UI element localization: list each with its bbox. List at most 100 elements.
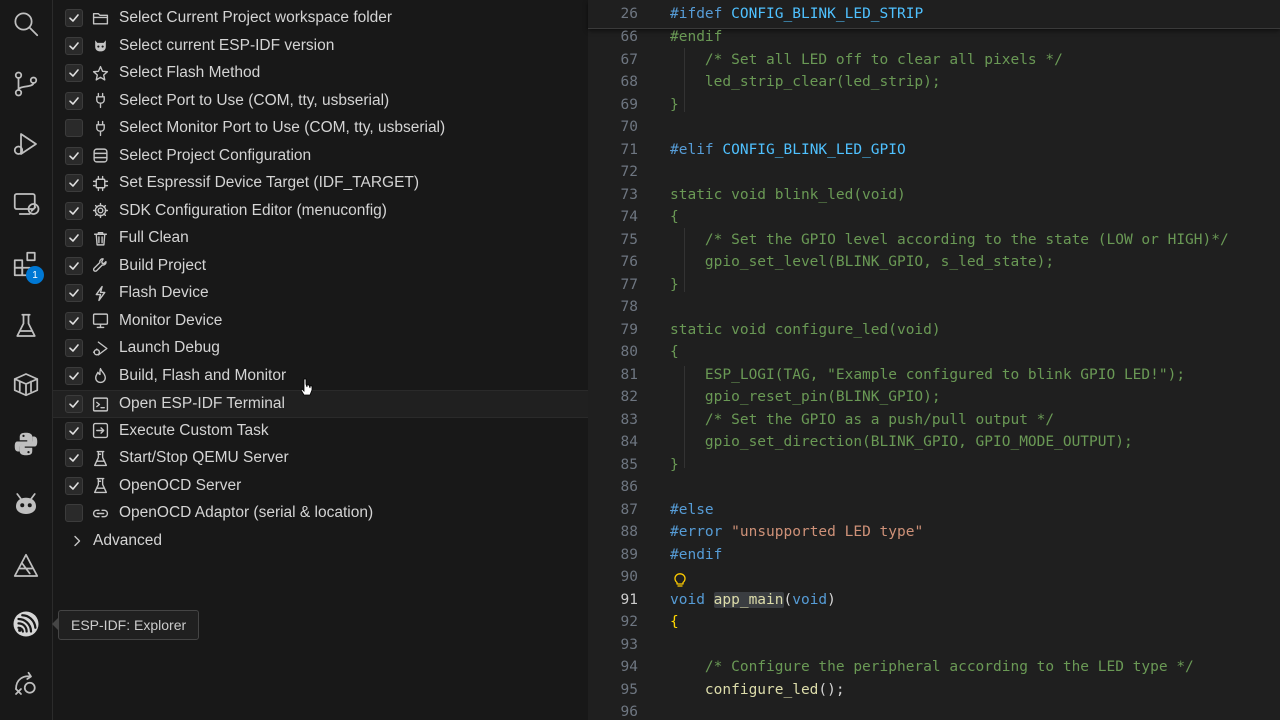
code-line[interactable]: } [670,277,679,293]
code-line[interactable]: static void blink_led(void) [670,187,906,203]
item-checkbox[interactable] [65,146,83,165]
explorer-item[interactable]: Select Port to Use (COM, tty, usbserial) [53,88,588,114]
code-line[interactable]: gpio_reset_pin(BLINK_GPIO); [670,389,941,405]
item-checkbox[interactable] [65,201,83,220]
code-line[interactable]: } [670,97,679,113]
code-token [670,254,705,270]
indent-guide [684,366,685,468]
code-line[interactable]: void app_main(void) [670,591,836,608]
explorer-item[interactable]: SDK Configuration Editor (menuconfig) [53,198,588,224]
explorer-item[interactable]: Set Espressif Device Target (IDF_TARGET) [53,170,588,196]
platformio-icon[interactable] [8,486,44,522]
explorer-item[interactable]: Execute Custom Task [53,418,588,444]
run-debug-icon[interactable] [8,126,44,162]
code-line[interactable]: /* Set all LED off to clear all pixels *… [670,52,1063,68]
explorer-item-label: Select Current Project workspace folder [119,9,393,26]
code-line[interactable]: gpio_set_level(BLINK_GPIO, s_led_state); [670,254,1054,270]
code-token: void [670,591,705,608]
line-number: 69 [620,96,638,113]
indent-guide [684,228,685,292]
source-control-icon[interactable] [8,66,44,102]
explorer-item[interactable]: Select Monitor Port to Use (COM, tty, us… [53,115,588,141]
box-icon[interactable] [8,366,44,402]
line-number: 79 [620,321,638,338]
item-checkbox[interactable] [65,476,83,495]
explorer-item[interactable]: Select Current Project workspace folder [53,5,588,31]
item-checkbox[interactable] [65,366,83,385]
item-checkbox[interactable] [65,36,83,55]
explorer-item[interactable]: Build, Flash and Monitor [53,363,588,389]
code-line[interactable]: { [670,614,679,630]
remote-explorer-icon[interactable] [8,186,44,222]
line-number: 77 [620,276,638,293]
explorer-item[interactable]: Flash Device [53,280,588,306]
code-token: #endif [670,29,723,45]
item-checkbox[interactable] [65,91,83,110]
item-checkbox[interactable] [65,395,83,413]
item-checkbox[interactable] [65,339,83,357]
code-line[interactable]: } [670,457,679,473]
line-number: 94 [620,659,638,675]
sticky-code-line: #ifdef CONFIG_BLINK_LED_STRIP [670,6,923,22]
explorer-item[interactable]: Monitor Device [53,308,588,334]
item-checkbox[interactable] [65,229,83,247]
explorer-item[interactable]: Select Project Configuration [53,143,588,169]
explorer-item-label: OpenOCD Server [119,476,242,494]
item-checkbox[interactable] [65,504,83,522]
code-line[interactable]: /* Configure the peripheral according to… [670,659,1194,675]
explorer-item[interactable]: Select Flash Method [53,60,588,86]
explorer-item[interactable]: OpenOCD Server [53,473,588,499]
item-checkbox[interactable] [65,64,83,82]
idf-icon[interactable] [8,548,44,584]
code-line[interactable]: /* Set the GPIO as a push/pull output */ [670,412,1054,428]
line-number: 80 [620,344,638,360]
item-checkbox[interactable] [65,311,83,330]
code-token [670,52,705,68]
testing-icon[interactable] [8,308,44,344]
explorer-item[interactable]: Select current ESP-IDF version [53,33,588,59]
advanced-section-toggle[interactable]: Advanced [53,528,588,554]
item-checkbox[interactable] [65,9,83,27]
code-line[interactable]: ESP_LOGI(TAG, "Example configured to bli… [670,367,1185,383]
code-line[interactable]: { [670,344,679,360]
item-checkbox[interactable] [65,421,83,440]
code-line[interactable]: { [670,209,679,225]
code-line[interactable]: #else [670,502,714,518]
code-token [670,74,705,90]
item-checkbox[interactable] [65,256,83,275]
code-line[interactable]: led_strip_clear(led_strip); [670,74,941,90]
code-line[interactable]: gpio_set_direction(BLINK_GPIO, GPIO_MODE… [670,434,1133,450]
explorer-item[interactable]: Full Clean [53,225,588,251]
line-number: 75 [620,231,638,248]
explorer-item[interactable]: Start/Stop QEMU Server [53,445,588,471]
code-line[interactable]: static void configure_led(void) [670,322,941,338]
item-checkbox[interactable] [65,119,83,137]
remote-icon[interactable] [8,666,44,702]
code-token: gpio_reset_pin(BLINK_GPIO); [704,389,941,405]
search-icon[interactable] [8,6,44,42]
item-checkbox[interactable] [65,174,83,192]
code-token: /* Configure the peripheral according to… [704,659,1194,675]
code-line[interactable]: #endif [670,29,722,45]
code-line[interactable]: #elif CONFIG_BLINK_LED_GPIO [670,142,906,158]
code-token: ( [783,591,793,608]
code-line[interactable]: configure_led(); [670,682,845,698]
explorer-item[interactable]: Build Project [53,253,588,279]
item-checkbox[interactable] [65,449,83,467]
lightbulb-icon[interactable] [672,572,688,588]
database-icon [91,147,109,165]
espressif-icon[interactable] [8,606,44,642]
python-icon[interactable] [8,426,44,462]
code-line[interactable]: /* Set the GPIO level according to the s… [670,232,1229,248]
item-checkbox[interactable] [65,284,83,302]
explorer-item[interactable]: Open ESP-IDF Terminal [53,390,588,418]
line-number: 82 [620,389,638,405]
code-editor[interactable]: 26#ifdef CONFIG_BLINK_LED_STRIP 66#endif… [588,0,1280,720]
code-line[interactable]: #error "unsupported LED type" [670,524,923,540]
code-line[interactable]: #endif [670,547,722,563]
explorer-item[interactable]: Launch Debug [53,335,588,361]
code-token: #else [670,501,714,518]
sticky-scroll-header[interactable]: 26#ifdef CONFIG_BLINK_LED_STRIP [588,0,1280,29]
explorer-item[interactable]: OpenOCD Adaptor (serial & location) [53,500,588,526]
